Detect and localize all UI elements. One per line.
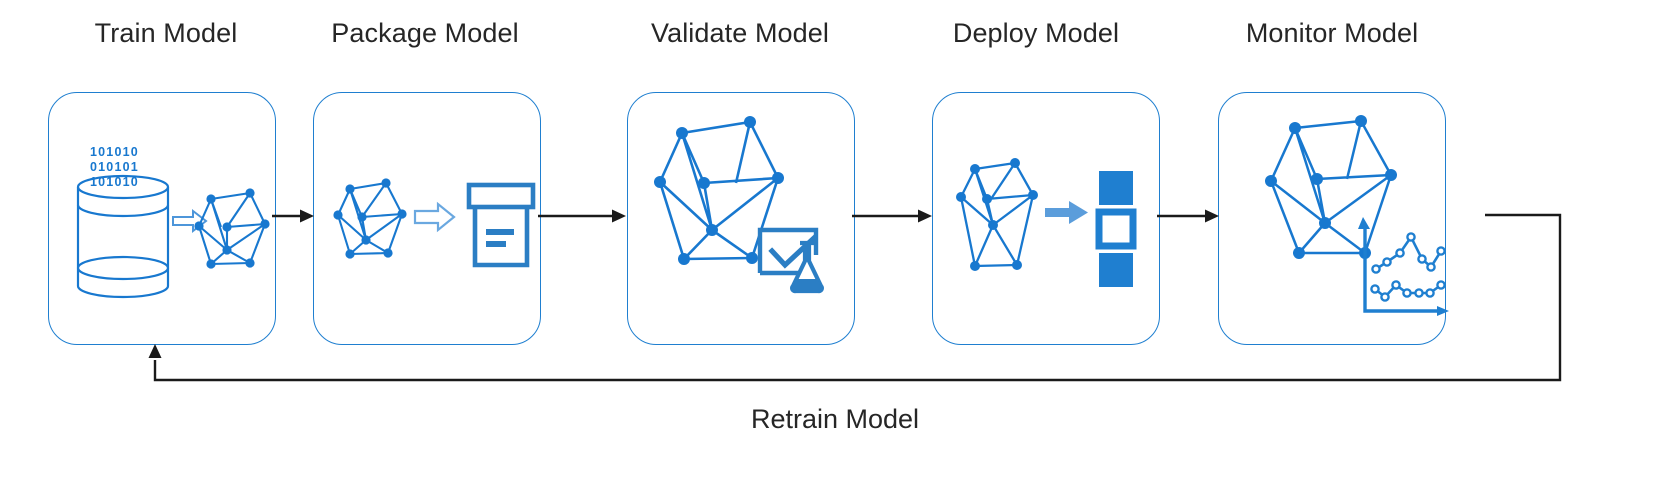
neural-network-icon	[336, 181, 403, 256]
svg-text:101010: 101010	[90, 145, 139, 159]
retrain-model-label: Retrain Model	[750, 404, 920, 434]
binary-digits-icon: 101010 010101 101010	[90, 145, 139, 189]
card-package-model[interactable]	[313, 92, 541, 345]
database-cylinder-icon	[76, 174, 170, 299]
card-monitor-model[interactable]	[1218, 92, 1449, 345]
connector-deploy-to-monitor	[1157, 209, 1219, 223]
stage-label-monitor: Monitor Model	[1245, 18, 1419, 48]
monitor-model-artwork	[1265, 115, 1449, 316]
solid-arrow-icon	[1045, 201, 1088, 224]
neural-network-icon	[959, 161, 1035, 268]
validate-model-artwork	[654, 116, 824, 294]
chart-series-lower-markers	[1370, 280, 1446, 302]
package-box-icon	[466, 182, 536, 268]
neural-network-icon	[197, 191, 266, 266]
connector-package-to-validate	[538, 209, 626, 223]
neural-network-nodes	[1265, 115, 1397, 259]
deploy-model-artwork	[956, 158, 1137, 287]
neural-network-icon	[1269, 119, 1393, 255]
hollow-arrow-icon	[413, 201, 456, 233]
package-box-lines	[486, 229, 514, 247]
package-model-artwork	[333, 178, 536, 268]
stage-label-package: Package Model	[331, 18, 519, 48]
neural-network-nodes	[654, 116, 784, 265]
server-stack-icon	[1095, 171, 1137, 287]
card-deploy-model[interactable]	[932, 92, 1160, 345]
train-model-artwork: 101010 010101 101010	[76, 145, 270, 299]
stage-label-validate: Validate Model	[650, 18, 829, 48]
card-train-model[interactable]: 101010 010101 101010	[48, 92, 276, 345]
connector-train-to-package	[272, 209, 314, 223]
stage-label-train: Train Model	[94, 18, 238, 48]
chart-series-upper-markers	[1371, 232, 1446, 274]
neural-network-nodes	[956, 158, 1038, 271]
card-validate-model[interactable]	[627, 92, 855, 345]
svg-text:010101: 010101	[90, 160, 139, 174]
svg-text:101010: 101010	[90, 175, 139, 189]
chart-y-arrowhead	[1358, 217, 1370, 229]
connector-validate-to-deploy	[852, 209, 932, 223]
chart-x-arrowhead	[1437, 306, 1449, 316]
stage-label-deploy: Deploy Model	[952, 18, 1120, 48]
